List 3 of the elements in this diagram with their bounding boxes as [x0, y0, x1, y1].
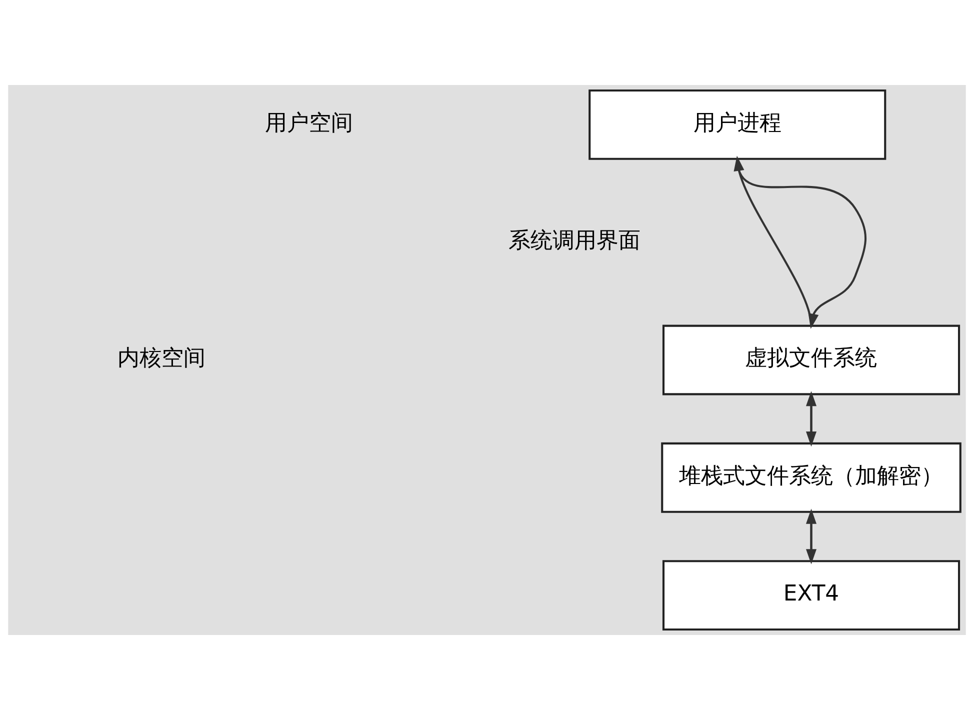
- label: 系统调用界面: [508, 228, 641, 254]
- label: 用户空间: [265, 110, 354, 136]
- label: 内核空间: [117, 346, 206, 372]
